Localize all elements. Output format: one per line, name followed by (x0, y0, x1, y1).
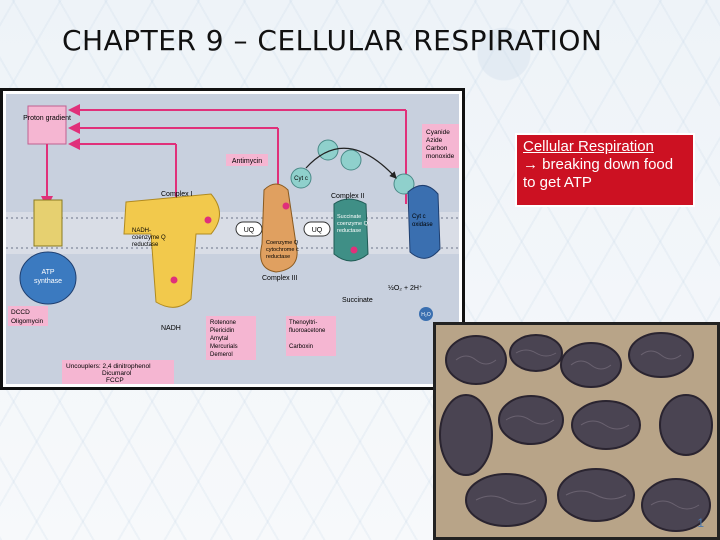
uq-1-label: UQ (244, 227, 255, 234)
fe-dot-ii (350, 246, 358, 254)
etc-svg: Proton gradient Cyanide Azide Carbon mon… (6, 104, 462, 384)
nadh-label-1: NADH- (132, 228, 151, 234)
unc-1: Uncouplers: 2,4 dinitrophenol (66, 363, 151, 370)
unc-3: FCCP (106, 377, 124, 384)
nadh-text: NADH (161, 325, 181, 332)
succ-cq-2: coenzyme Q (337, 221, 369, 227)
succ-cq-1: Succinate (337, 214, 361, 220)
complex-ii-label: Complex II (331, 193, 365, 200)
rot-5: Demerol (210, 352, 233, 358)
fe-s-dot-2 (170, 276, 178, 284)
rotenone-box (206, 316, 256, 360)
h2o-label: H₂O (421, 312, 431, 318)
mitochondria-micrograph (433, 322, 720, 540)
cyt-oxidase-1: Cyt c (412, 214, 426, 220)
succinate-label: Succinate (342, 297, 373, 304)
complex-iii-label: Complex III (262, 275, 297, 282)
membrane-lipids (6, 217, 459, 249)
succ-cq-3: reductase (337, 228, 361, 234)
electron-transport-diagram: Proton gradient Cyanide Azide Carbon mon… (0, 88, 465, 390)
slide-title: CHAPTER 9 – CELLULAR RESPIRATION (62, 24, 603, 57)
diagram-canvas: Proton gradient Cyanide Azide Carbon mon… (6, 94, 462, 384)
antimycin-box (226, 154, 268, 166)
cq-cyt-c-2: cytochrome c (266, 247, 299, 253)
nadh-label-2: coenzyme Q (132, 235, 166, 241)
definition-callout: Cellular Respiration → breaking down foo… (515, 133, 695, 207)
cyt-c-oxidase (407, 185, 441, 259)
dccd-box (8, 306, 48, 326)
page-number: 1 (697, 516, 704, 530)
dccd-1: DCCD (11, 309, 30, 316)
callout-heading: Cellular Respiration (523, 138, 654, 155)
uq-2-label: UQ (312, 227, 323, 234)
rot-3: Amytal (210, 336, 228, 342)
cq-cyt-c-1: Coenzyme Q (266, 240, 299, 246)
micrograph-svg (436, 325, 717, 537)
proton-arrows (41, 104, 407, 208)
fe-dot-iii (282, 202, 290, 210)
cyanide-3: Carbon (426, 145, 448, 152)
atp-synthase-1: ATP (41, 269, 54, 276)
uq-1 (235, 221, 263, 237)
atp-synthase-head (19, 251, 77, 305)
fe-s-dot-1 (204, 216, 212, 224)
cyanide-1: Cyanide (426, 129, 450, 136)
cyt-c-circles (290, 139, 415, 195)
cyt-oxidase-2: oxidase (412, 222, 433, 228)
dccd-2: Oligomycin (11, 318, 44, 325)
unc-2: Dicumarol (102, 370, 132, 377)
membrane (6, 212, 459, 254)
thenoyl-box (286, 316, 336, 356)
callout-body: → breaking down food to get ATP (523, 156, 674, 191)
h2o-dot (419, 307, 433, 321)
cyanide-2: Azide (426, 137, 443, 144)
nadh-label-3: reductase (132, 242, 159, 248)
uq-2 (303, 221, 331, 237)
cyt-c-arrow (305, 147, 397, 179)
complex-i (123, 193, 220, 308)
cyanide-box (422, 124, 462, 168)
antimycin-label: Antimycin (232, 158, 262, 165)
cyt-c-label: Cyt c (294, 176, 308, 182)
complex-ii (333, 198, 369, 262)
cq-cyt-c-3: reductase (266, 254, 290, 260)
rot-2: Piericidin (210, 328, 234, 334)
then-1: Thenoyltri- (289, 320, 317, 326)
atp-synthase-stalk (33, 199, 63, 247)
complex-i-label: Complex I (161, 191, 193, 198)
rot-1: Rotenone (210, 320, 237, 326)
atp-synthase-2: synthase (34, 278, 62, 285)
cristae (455, 349, 700, 510)
rot-4: Mercurials (210, 344, 238, 350)
then-4: Carboxin (289, 344, 313, 350)
uncouplers-box (62, 360, 174, 384)
o2-label: ½O₂ + 2H⁺ (388, 284, 423, 292)
then-2: fluoroacetone (289, 328, 326, 334)
proton-gradient-label: Proton gradient (23, 115, 71, 122)
proton-gradient-box (27, 105, 67, 145)
cyanide-4: monoxide (426, 153, 455, 160)
mitochondria (439, 332, 713, 532)
